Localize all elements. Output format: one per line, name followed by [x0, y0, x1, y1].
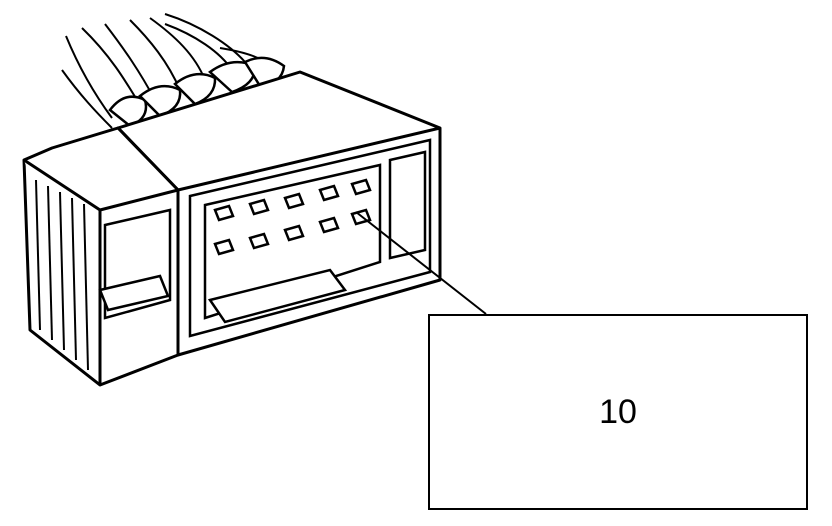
locking-latch: [98, 268, 348, 324]
wires: [61, 13, 281, 129]
side-ribs: [35, 179, 89, 371]
callout-box: 10: [428, 314, 808, 510]
callout-leader-line: [355, 211, 487, 315]
callout-label: 10: [599, 392, 637, 431]
terminal-cavities: [213, 178, 372, 256]
inner-frame: [103, 138, 432, 338]
